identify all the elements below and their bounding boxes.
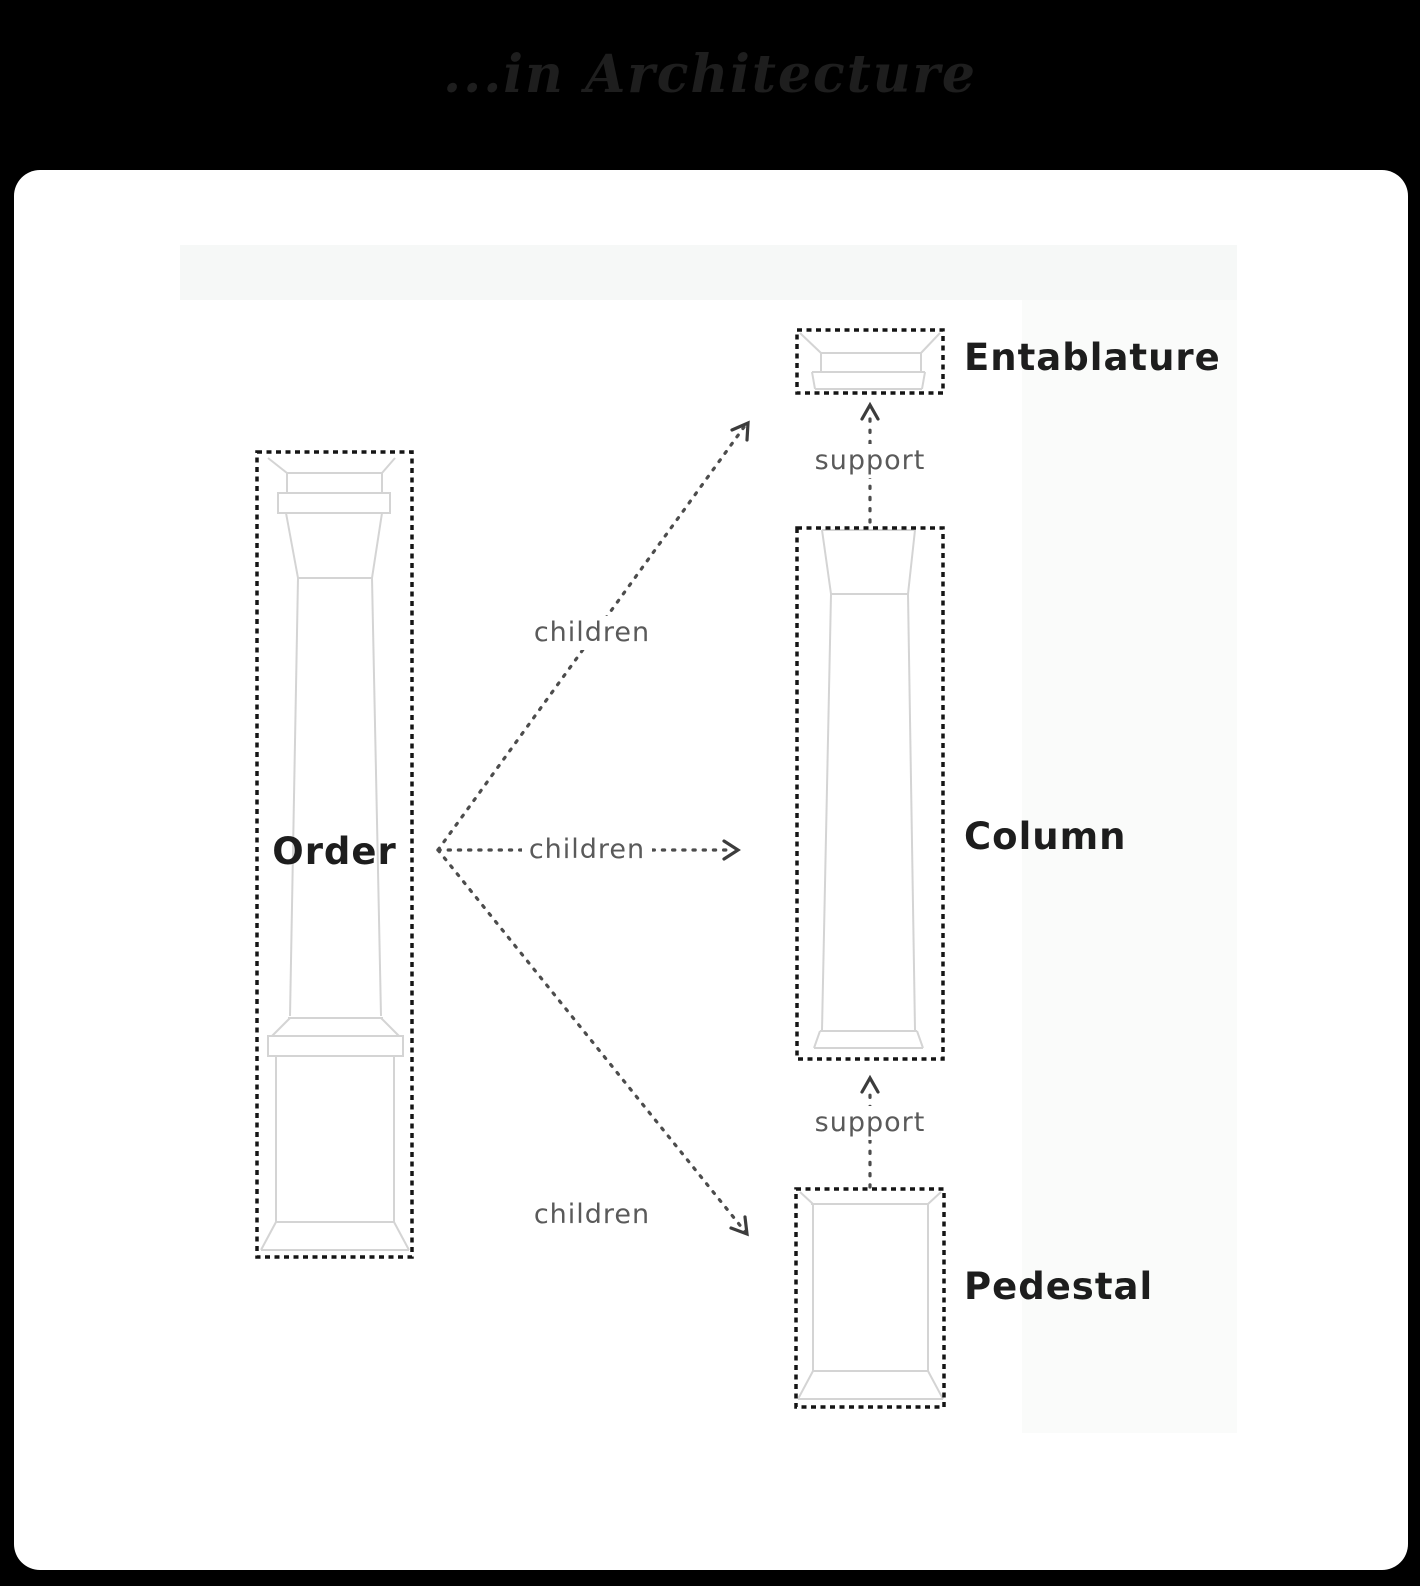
support-edge-label-column: support xyxy=(810,1106,930,1140)
children-edge-label-column: children xyxy=(522,833,652,867)
page-title: ...in Architecture xyxy=(442,44,977,105)
order-pillar-drawing xyxy=(260,457,410,1251)
support-edge-label-entablature: support xyxy=(810,444,930,478)
faint-right-band xyxy=(1022,300,1237,1433)
pedestal-dashed-box xyxy=(794,1187,946,1409)
entablature-drawing xyxy=(799,332,941,390)
dashed-group-boxes xyxy=(255,328,946,1409)
column-drawing xyxy=(813,529,924,1049)
content-card: Order Entablature Column Pedestal childr… xyxy=(14,170,1408,1570)
order-node-label: Order xyxy=(272,830,397,873)
children-arrowhead-pedestal xyxy=(729,1215,749,1237)
children-arrow-pedestal xyxy=(436,848,749,1236)
pedestal-node-label: Pedestal xyxy=(964,1265,1154,1308)
support-arrowhead-entablature xyxy=(860,401,880,421)
entablature-node-label: Entablature xyxy=(964,336,1221,379)
column-node-label: Column xyxy=(964,815,1127,858)
children-arrows xyxy=(436,420,750,1237)
pedestal-drawing xyxy=(797,1191,944,1400)
children-arrowhead-entablature xyxy=(730,420,750,442)
children-edge-label-pedestal: children xyxy=(527,1198,657,1232)
support-arrows xyxy=(860,401,880,1189)
diagram-canvas xyxy=(255,328,946,1409)
faint-top-band xyxy=(180,245,1237,300)
support-arrowhead-column xyxy=(860,1074,880,1094)
children-edge-label-entablature: children xyxy=(527,616,657,650)
column-dashed-box xyxy=(795,526,945,1061)
order-dashed-box xyxy=(255,450,414,1259)
children-arrowhead-column xyxy=(722,839,741,861)
